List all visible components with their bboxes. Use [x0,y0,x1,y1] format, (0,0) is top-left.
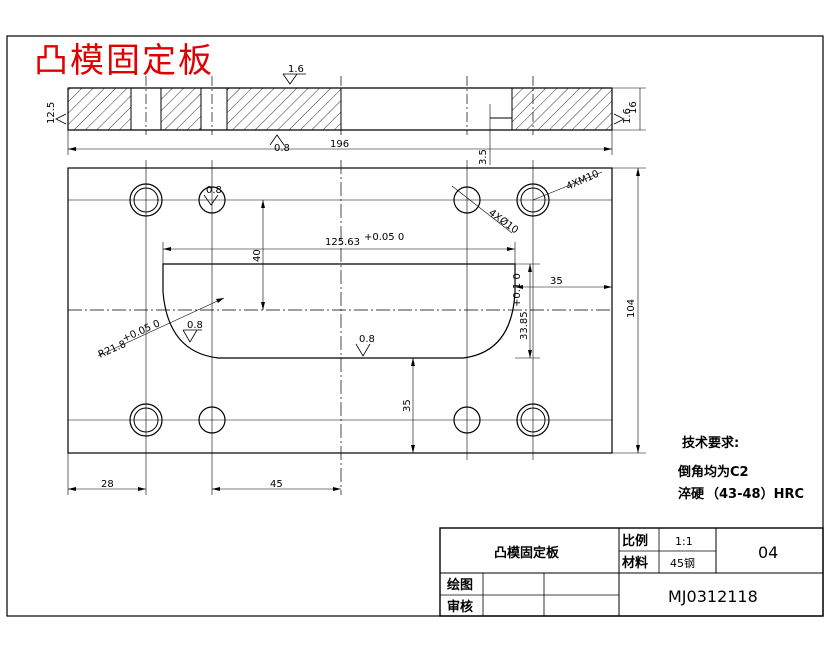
svg-text:+0.1 0: +0.1 0 [512,273,523,307]
svg-text:0.8: 0.8 [274,143,290,154]
svg-text:0.8: 0.8 [187,320,203,331]
tb-drawing-no: MJ0312118 [668,587,758,606]
title-block: 凸模固定板 比例 1:1 材料 45钢 04 绘图 审核 MJ0312118 [439,527,824,617]
dim-slot-width: 33.85 [519,311,530,340]
dim-thickness: 16 [628,101,639,114]
drawing-title: 凸模固定板 [34,41,214,81]
tb-scale-value: 1:1 [675,535,693,548]
section-view: 1.6 0.8 12.5 1.6 16 196 3.5 [46,64,646,165]
dim-hole-offset-x2: 45 [270,479,283,490]
tb-material-label: 材料 [622,555,648,571]
callout-pin-holes: 4XØ10 [486,207,520,237]
plan-view: 0.8 125.63 +0.05 0 40 33.85 +0.1 0 35 R2… [67,160,646,495]
svg-text:+0.05 0: +0.05 0 [364,232,404,243]
tb-part-name: 凸模固定板 [494,545,560,561]
tech-hardness-value: （43-48）HRC [706,486,804,502]
svg-text:1.6: 1.6 [288,64,304,75]
tb-sheet-no: 04 [758,543,778,562]
dim-hole-offset-y: 35 [402,399,413,412]
svg-text:0.8: 0.8 [206,185,222,196]
svg-text:+0.05 0: +0.05 0 [121,318,162,344]
callout-screw-holes: 4XM10 [565,169,601,193]
dim-slot-offset: 35 [550,276,563,287]
tech-hardness-label: 淬硬 [678,486,705,502]
tb-scale-label: 比例 [622,533,648,549]
cavity-outline [162,263,516,359]
dim-slot-depth: 40 [252,249,263,262]
dim-step-depth: 3.5 [478,149,489,165]
dim-overall-length: 196 [330,139,349,150]
svg-text:12.5: 12.5 [46,102,57,124]
tech-requirements: 技术要求: 倒角均为C2 淬硬 （43-48）HRC [677,435,804,502]
svg-text:0.8: 0.8 [359,334,375,345]
dim-slot-length: 125.63 [325,237,360,248]
tb-material-value: 45钢 [670,557,695,570]
drawing-border [6,35,824,617]
svg-text:1.6: 1.6 [622,108,633,124]
tech-chamfer: 倒角均为C2 [677,464,749,480]
tech-heading: 技术要求: [682,435,739,451]
dim-width: 104 [626,299,637,318]
tb-drawn-label: 绘图 [447,577,473,593]
dim-hole-offset-x1: 28 [101,479,114,490]
tb-checked-label: 审核 [447,599,473,615]
